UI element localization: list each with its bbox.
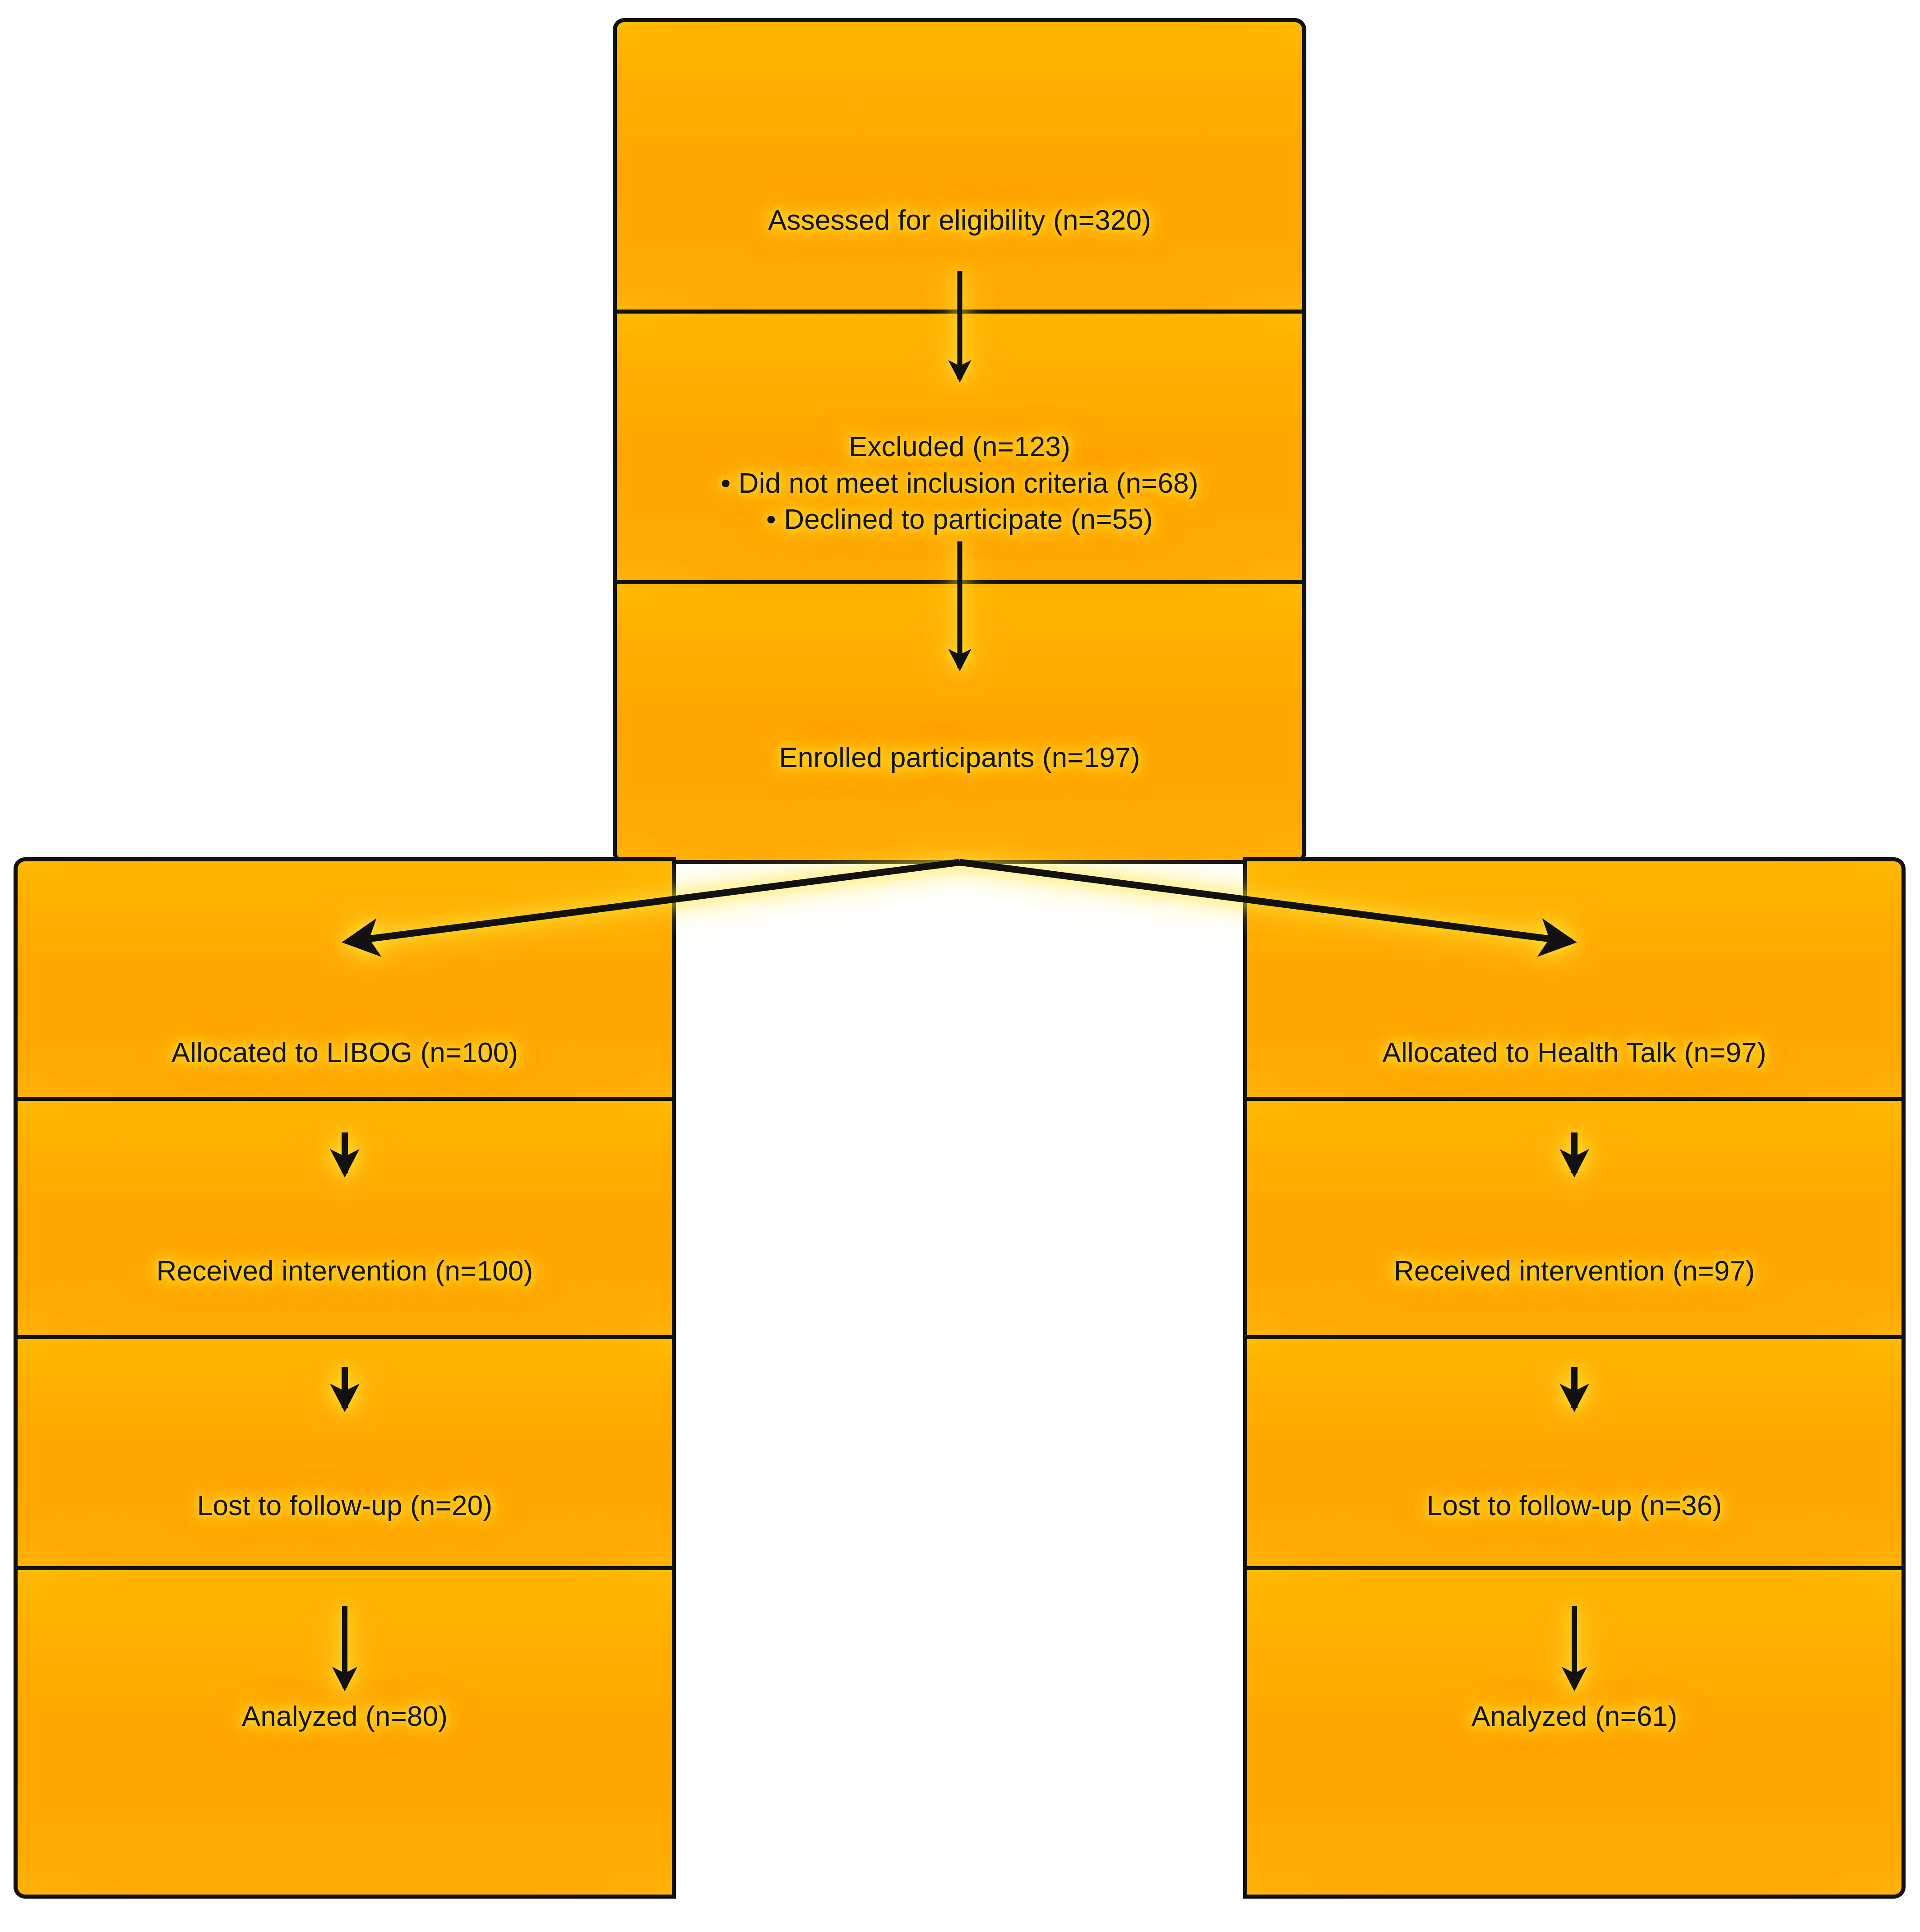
flow-box-received-libog: Received intervention (n=100) [14,1101,676,1339]
flow-box-analyzed-libog-label: Analyzed (n=80) [241,1701,448,1732]
flow-box-allocated-healthtalk-label: Allocated to Health Talk (n=97) [1382,1037,1767,1068]
flow-box-assessed-label: Assessed for eligibility (n=320) [768,205,1151,236]
flow-box-excluded: Excluded (n=123) • Did not meet inclusio… [613,314,1306,584]
flow-box-received-healthtalk-label: Received intervention (n=97) [1393,1256,1755,1287]
flow-box-assessed: Assessed for eligibility (n=320) [613,18,1306,314]
flow-box-excluded-label: Excluded (n=123) • Did not meet inclusio… [721,431,1198,536]
flow-box-received-libog-label: Received intervention (n=100) [156,1256,533,1287]
flow-box-allocated-healthtalk: Allocated to Health Talk (n=97) [1243,857,1906,1101]
flow-box-allocated-libog: Allocated to LIBOG (n=100) [14,857,676,1101]
flow-box-enrolled-label: Enrolled participants (n=197) [779,742,1140,773]
flow-box-lost-libog-label: Lost to follow-up (n=20) [197,1490,493,1521]
flow-box-received-healthtalk: Received intervention (n=97) [1243,1101,1906,1339]
flow-box-allocated-libog-label: Allocated to LIBOG (n=100) [171,1037,518,1068]
flow-box-analyzed-libog: Analyzed (n=80) [14,1570,676,1899]
flow-box-lost-libog: Lost to follow-up (n=20) [14,1339,676,1570]
flow-box-analyzed-healthtalk: Analyzed (n=61) [1243,1570,1906,1899]
flow-box-lost-healthtalk: Lost to follow-up (n=36) [1243,1339,1906,1570]
flow-box-lost-healthtalk-label: Lost to follow-up (n=36) [1426,1490,1722,1521]
flow-box-enrolled: Enrolled participants (n=197) [613,584,1306,864]
flow-box-analyzed-healthtalk-label: Analyzed (n=61) [1471,1701,1678,1732]
